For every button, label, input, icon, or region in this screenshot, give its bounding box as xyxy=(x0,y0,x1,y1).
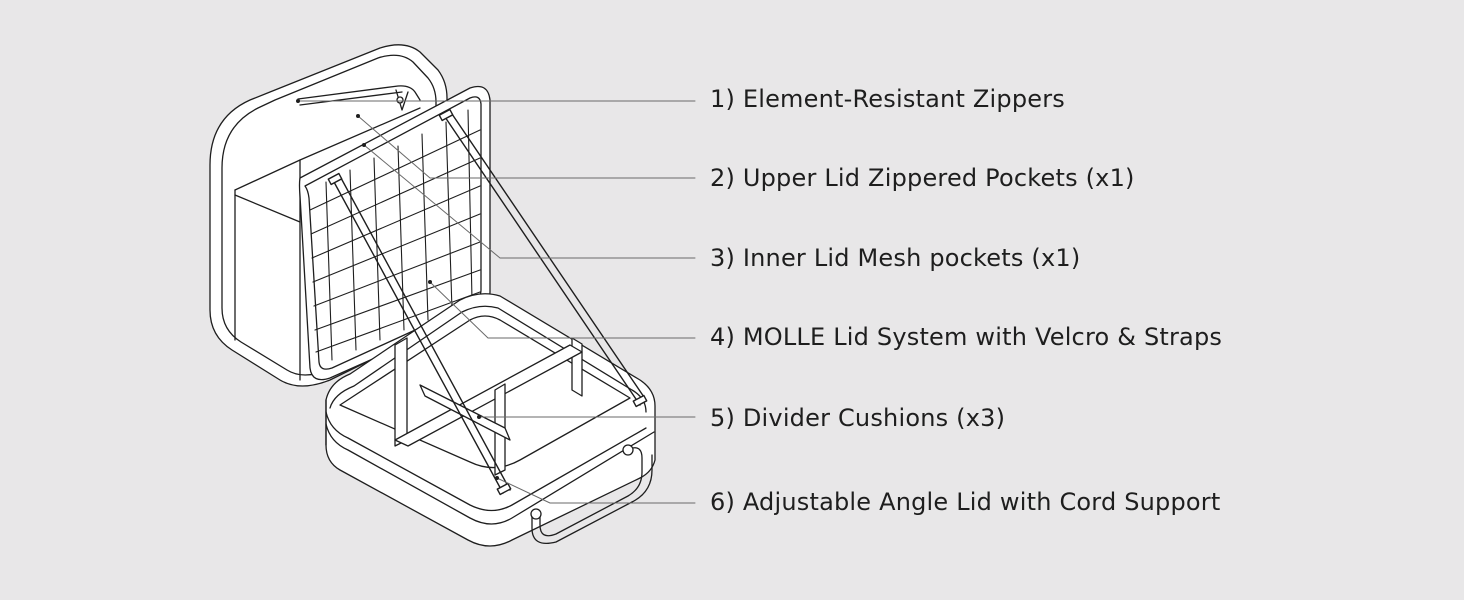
leader-line-4 xyxy=(429,281,696,339)
leader-dots xyxy=(296,99,499,480)
support-cords xyxy=(327,108,648,496)
callout-label-mesh-pockets: 3) Inner Lid Mesh pockets (x1) xyxy=(710,244,1081,272)
callout-label-divider-cushions: 5) Divider Cushions (x3) xyxy=(710,404,1006,432)
leader-line-2 xyxy=(357,115,696,179)
callout-label-adjustable-lid: 6) Adjustable Angle Lid with Cord Suppor… xyxy=(710,488,1221,516)
divider-cushions xyxy=(394,337,583,476)
leader-lines xyxy=(297,100,696,504)
callout-label-molle-system: 4) MOLLE Lid System with Velcro & Straps xyxy=(710,323,1223,351)
leader-line-3 xyxy=(363,144,696,259)
callout-label-upper-lid-pockets: 2) Upper Lid Zippered Pockets (x1) xyxy=(710,164,1135,192)
upper-lid-pocket xyxy=(297,85,421,111)
leader-line-6 xyxy=(496,477,696,504)
carry-handle xyxy=(530,444,653,545)
callout-label-zippers: 1) Element-Resistant Zippers xyxy=(710,85,1066,113)
